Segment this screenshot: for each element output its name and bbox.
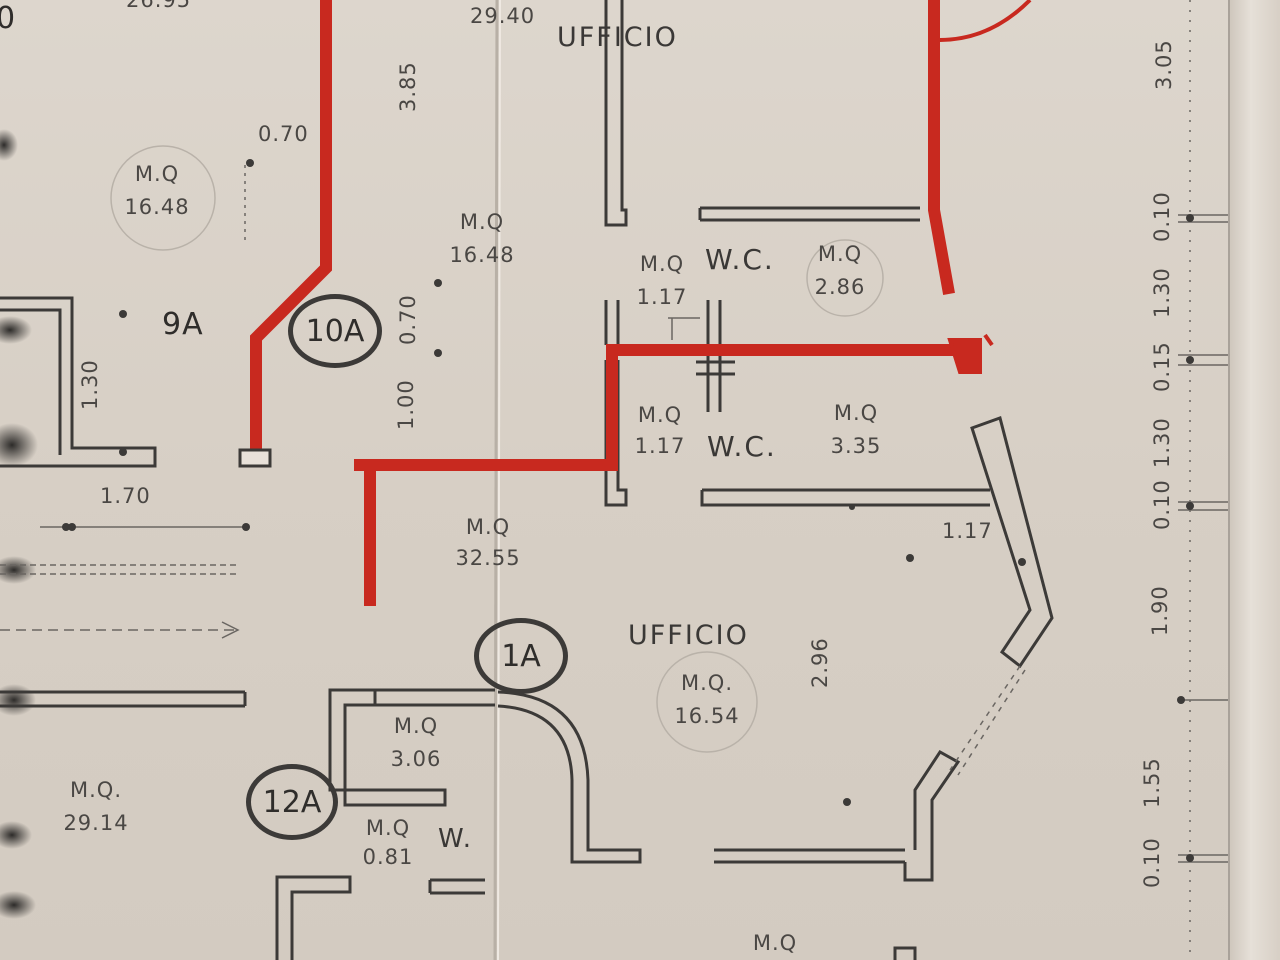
edge-dimension: 1.30: [1150, 267, 1174, 318]
area-label: M.Q: [752, 931, 798, 955]
edge-dimension: 1.55: [1140, 757, 1164, 808]
edge-dimension: 0.10: [1140, 837, 1164, 888]
edge-dimension: 3.05: [1152, 39, 1176, 90]
dimension-label: 1.17: [942, 519, 993, 543]
room-ufficio-mid: UFFICIO: [628, 620, 749, 651]
room-wc-bottom: W.: [438, 824, 473, 854]
dimension-label: 0.70: [396, 294, 420, 345]
dimension-label: 1.70: [100, 484, 151, 508]
walls: [0, 0, 1054, 960]
paper-fold-line: [493, 0, 499, 960]
room-wc-mid: W.C.: [707, 430, 777, 463]
unit-tag-11a: 1A: [474, 618, 568, 694]
room-ufficio-top: UFFICIO: [557, 22, 678, 53]
red-marker-details: [238, 0, 1032, 468]
label-circles: [110, 145, 884, 753]
dimension-label: 2.96: [808, 637, 832, 688]
unit-tag-12a: 12A: [246, 764, 338, 840]
unit-tag: 0: [0, 1, 17, 36]
room-wc-top: W.C.: [705, 243, 775, 276]
left-edge-smudges: [0, 129, 38, 919]
area-label: M.Q.16.54: [674, 671, 740, 728]
edge-dimension: 1.30: [1150, 417, 1174, 468]
dimension-label: 1.00: [394, 379, 418, 430]
annotation-lines: [0, 0, 1240, 960]
unit-tag-10a: 10A: [288, 294, 382, 368]
dimension-label: 3.85: [396, 61, 420, 112]
dimension-label: 26.95: [126, 0, 192, 12]
paper-edge: [1228, 0, 1280, 960]
edge-dimension: 0.15: [1150, 341, 1174, 392]
dimension-label: 1.30: [78, 359, 102, 410]
edge-dimension: 0.10: [1150, 191, 1174, 242]
unit-tag-9a: 9A: [162, 307, 204, 342]
dimension-label: 0.70: [258, 122, 309, 146]
area-label: M.Q.29.14: [63, 778, 129, 835]
edge-dimension: 1.90: [1148, 585, 1172, 636]
dimension-label: 29.40: [470, 4, 536, 28]
reference-dots: [62, 159, 1194, 862]
edge-dimension: 0.10: [1150, 479, 1174, 530]
red-marker-route: [250, 0, 968, 606]
